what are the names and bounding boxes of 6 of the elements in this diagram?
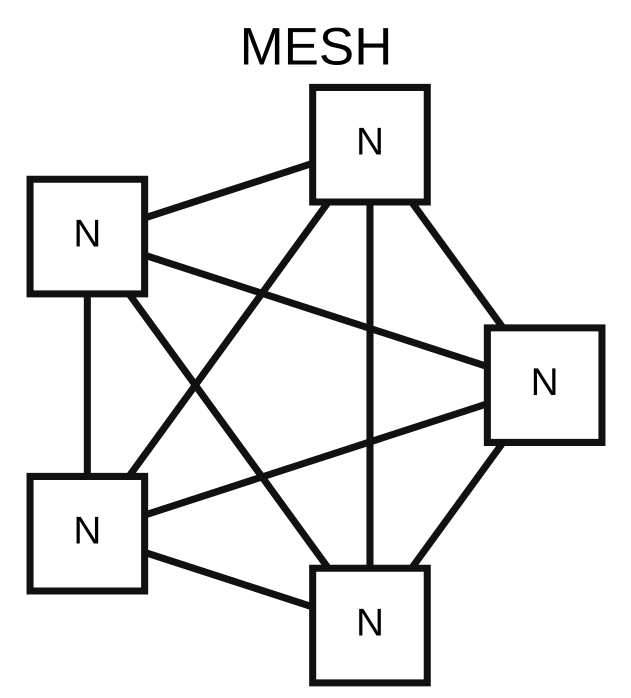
node-box: N — [26, 472, 148, 595]
node-box: N — [308, 84, 430, 206]
node-box: N — [308, 564, 430, 686]
node-box: N — [26, 176, 148, 298]
node-box: N — [483, 324, 605, 446]
diagram-title: MESH — [239, 18, 392, 77]
